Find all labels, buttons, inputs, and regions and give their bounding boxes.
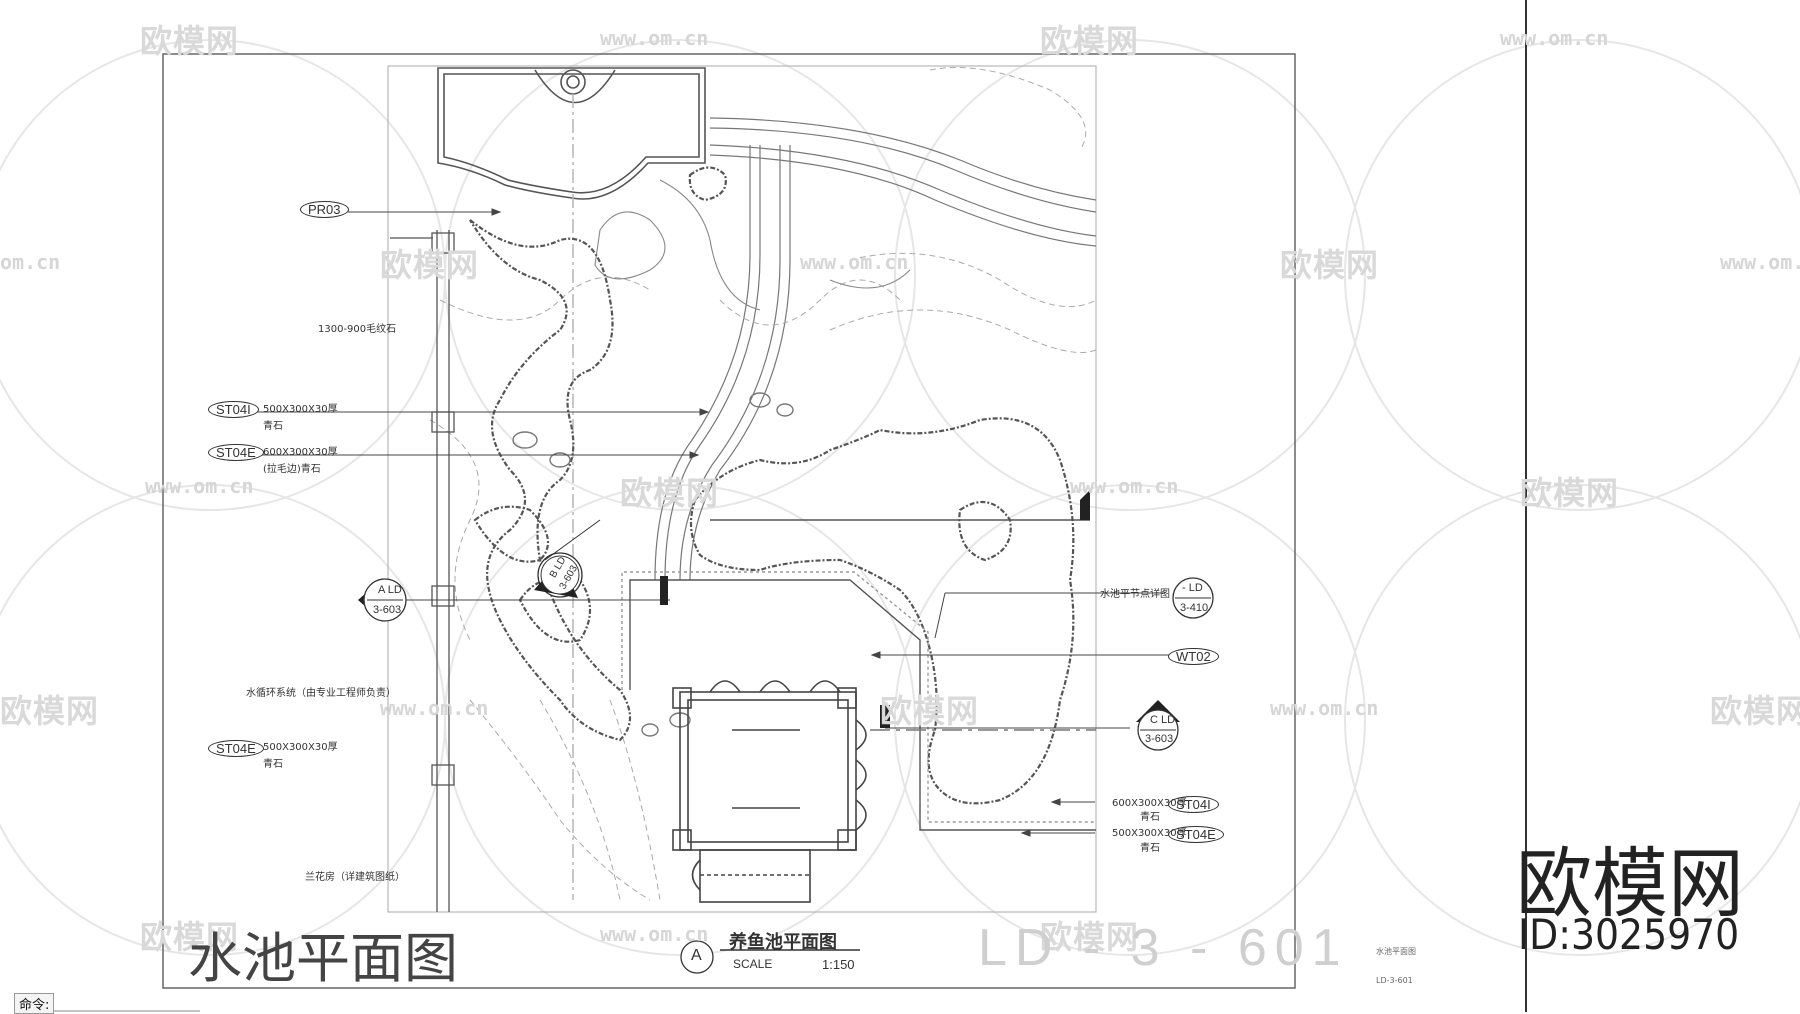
section-markers [358,490,1214,974]
note-st04e-spec-2: (拉毛边)青石 [263,464,321,475]
watermark-brand: 欧模网 [140,918,240,956]
note-right-st04i-2: 青石 [1140,812,1160,823]
watermark-brand: 欧模网 [1040,22,1140,60]
brand-name: 欧模网 [1516,839,1744,928]
watermark-brand: 欧模网 [0,692,100,730]
brand-id: ID:3025970 [1518,910,1740,959]
leader-lines [254,208,1170,837]
note-stone: 1300-900毛纹石 [318,324,397,335]
watermark-url: www.om.cn [1070,474,1179,498]
scale-label: SCALE [733,957,773,971]
watermark-brand: 欧模网 [1520,474,1620,512]
rock-edges [469,166,1075,805]
callout-st04e-left-lower: ST04E [208,740,264,757]
watermark-url: www.om.cn [800,250,909,274]
watermark-brand: 欧模网 [1710,692,1800,730]
drawing-title: 水池平面图 [188,927,458,990]
watermark-brand: 欧模网 [880,692,980,730]
note-st04i-spec-1: 500X300X30厚 [263,404,338,415]
note-st04e-lower-2: 青石 [263,759,283,770]
watermark-brand: 欧模网 [380,246,480,284]
note-right-st04e-1: 500X300X30厚 [1112,828,1187,839]
sheet-border [162,53,1296,989]
watermark-url: www.om.cn [1270,696,1379,720]
section-marker-c [880,700,1180,751]
watermark-url: www.om.cn [600,26,709,50]
watermark-brand: 欧模网 [1040,918,1140,956]
section-detail-id: - LD [1182,582,1203,594]
plan-title-marker-letter: A [691,947,702,964]
section-a-id: A LD [378,584,402,596]
command-line-label[interactable]: 命令: [14,993,55,1014]
watermark-url: www.om.cn [1720,250,1800,274]
section-detail-ref: 3-410 [1180,602,1209,614]
callout-st04e-left-upper: ST04E [208,444,264,461]
callout-st04e-right: ST04E [1168,826,1224,843]
plan-title: 养鱼池平面图 [729,932,837,953]
contour-lines [429,67,1097,901]
side-panel-code: LD-3-601 [1376,976,1413,985]
scale-value: 1:150 [822,957,855,972]
section-marker-a [358,576,668,622]
top-building [437,67,706,900]
curved-path [654,117,1097,581]
note-pond-detail: 水池平节点详图 [1100,589,1170,600]
watermark-brand: 欧模网 [140,22,240,60]
watermark-brand: 欧模网 [620,474,720,512]
side-panel-title: 水池平面图 [1376,947,1416,956]
note-right-st04e-2: 青石 [1140,843,1160,854]
section-c-id: C LD [1150,714,1176,726]
section-c-ref: 3-603 [1145,733,1174,745]
flower-room [672,680,867,903]
callout-st04i-right: ST04I [1168,796,1219,813]
callout-st04i-left: ST04I [208,401,259,418]
watermark-url: www.om.cn [600,922,709,946]
pond-basin [621,519,1096,831]
note-water-system: 水循环系统（由专业工程师负责） [246,688,396,699]
section-marker-detail [1172,577,1214,619]
note-right-st04i-1: 600X300X30厚 [1112,798,1187,809]
sheet-number: LD - 3 - 601 [978,919,1349,977]
callout-wt02: WT02 [1168,648,1219,665]
note-st04e-lower-1: 500X300X30厚 [263,742,338,753]
note-st04i-spec-2: 青石 [263,421,283,432]
left-wall [390,230,455,912]
watermark-url: www.om.cn [1500,26,1609,50]
watermark-url: www.om.cn [380,696,489,720]
callout-pr03: PR03 [300,201,349,218]
watermark-circles [0,39,1800,956]
watermark-url: om.cn [0,250,61,274]
section-a-ref: 3-603 [373,604,402,616]
lawn-edges [594,179,911,311]
watermark-url: www.om.cn [145,474,254,498]
note-flower-room: 兰花房（详建筑图纸） [305,872,405,883]
section-marker-b [534,490,1090,598]
plan-viewport-frame [387,65,1097,913]
note-st04e-spec-1: 600X300X30厚 [263,447,338,458]
plan-title-marker [680,940,860,974]
watermark-brand: 欧模网 [1280,246,1380,284]
